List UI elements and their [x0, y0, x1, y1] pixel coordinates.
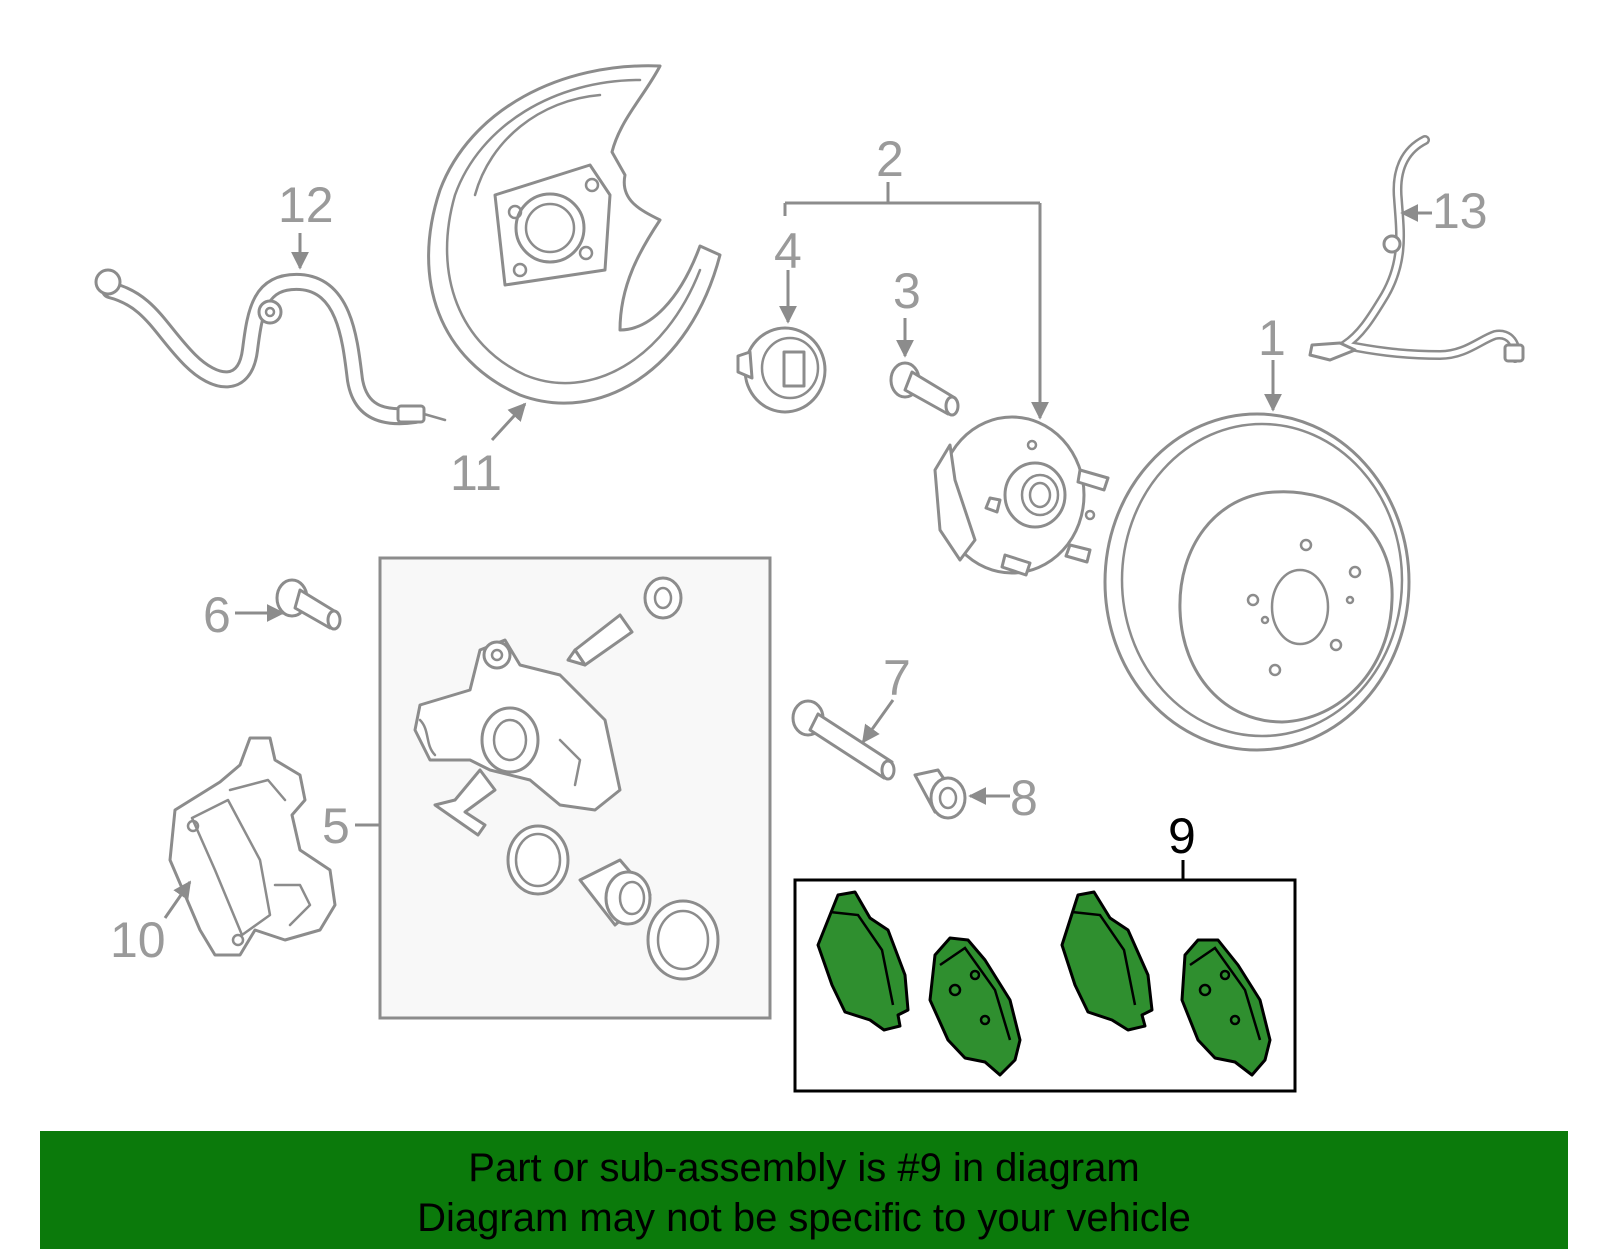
- part-6-bolt: [275, 578, 342, 631]
- callout-9: 9: [1168, 808, 1196, 864]
- callout-7: 7: [883, 650, 911, 706]
- callout-2: 2: [876, 131, 904, 187]
- banner-line-2: Diagram may not be specific to your vehi…: [417, 1196, 1191, 1240]
- leader-10: [163, 880, 192, 919]
- info-banner: Part or sub-assembly is #9 in diagram Di…: [40, 1131, 1568, 1249]
- callout-13: 13: [1432, 183, 1488, 239]
- leader-7: [861, 699, 895, 744]
- part-7-guide-pin: [791, 699, 896, 781]
- callout-5: 5: [322, 798, 350, 854]
- callout-11: 11: [450, 445, 502, 501]
- brake-pad-3: [1060, 890, 1154, 1032]
- part-1-rotor: [1103, 412, 1411, 752]
- part-3-hub-bolt: [889, 361, 960, 417]
- part-13-abs-sensor: [1308, 135, 1525, 363]
- callout-6: 6: [203, 587, 231, 643]
- brake-pad-4: [1180, 938, 1272, 1077]
- part-4-bearing: [736, 326, 827, 414]
- brake-pad-2: [928, 936, 1022, 1077]
- callout-1: 1: [1258, 310, 1286, 366]
- leader-11: [490, 402, 527, 442]
- callout-4: 4: [774, 223, 802, 279]
- part-9-brake-pad-set: [793, 860, 1297, 1093]
- part-12-brake-hose: [94, 268, 447, 426]
- part-10-caliper-bracket: [168, 736, 337, 957]
- part-2-hub-assembly: [933, 415, 1110, 577]
- part-8-bushing: [913, 768, 967, 820]
- part-11-dust-shield: [427, 64, 722, 405]
- exploded-parts-diagram: 12 11 2 4 3: [94, 64, 1525, 1093]
- callout-3: 3: [893, 263, 921, 319]
- part-5-caliper-assembly: [378, 556, 772, 1020]
- callout-8: 8: [1010, 770, 1038, 826]
- callout-12: 12: [278, 177, 334, 233]
- brake-pad-1: [816, 890, 910, 1032]
- callout-10: 10: [110, 912, 166, 968]
- banner-line-1: Part or sub-assembly is #9 in diagram: [468, 1146, 1140, 1190]
- bracket-2: [783, 182, 1049, 420]
